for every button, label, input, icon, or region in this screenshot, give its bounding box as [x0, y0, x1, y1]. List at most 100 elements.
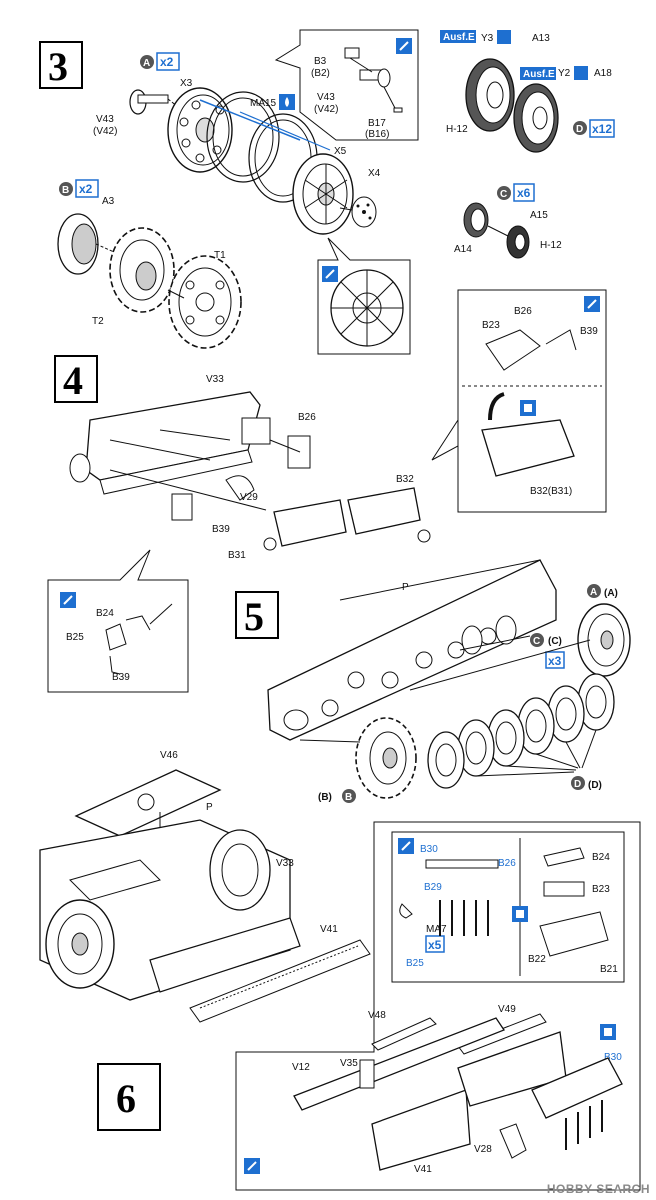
- label-b22: B22: [528, 954, 546, 965]
- step-6: V46 P V33 V41: [39, 750, 641, 1191]
- label-b30b: B30: [604, 1052, 622, 1063]
- step-5: 5 P A (A) C (C): [235, 559, 631, 803]
- sub-c-letter: C: [500, 189, 507, 200]
- label-v29: V29: [240, 492, 258, 503]
- part-a15-wheel: [506, 225, 530, 259]
- label-a15: A15: [530, 210, 548, 221]
- inset-label-b32-b31: B32(B31): [530, 486, 572, 497]
- part-b30-b29-pins: [399, 859, 499, 936]
- badge-a: [587, 584, 601, 598]
- part-idler-wheel-a: [577, 603, 631, 677]
- step5-arrows: [299, 635, 591, 743]
- sub-assembly-d-badge: [573, 121, 587, 135]
- qty-d: x12: [592, 122, 612, 136]
- sub-d-letter: D: [576, 124, 583, 135]
- label-b2: (B2): [311, 68, 330, 79]
- inset-label-b26: B26: [514, 306, 532, 317]
- badge-d: [571, 776, 585, 790]
- label-b31: B31: [228, 550, 246, 561]
- badge-c-paren: (C): [548, 636, 562, 647]
- part-t1-sprocket: [168, 255, 242, 349]
- label-x3: X3: [180, 78, 193, 89]
- badge-a-paren: (A): [604, 588, 618, 599]
- label-b16: (B16): [365, 129, 389, 140]
- label-b17: B17: [368, 118, 386, 129]
- inset2-label-b24: B24: [96, 608, 114, 619]
- step-3-box: [39, 41, 83, 89]
- part-b39: [171, 493, 193, 521]
- label-b30: B30: [420, 844, 438, 855]
- road-wheels-d: [427, 673, 615, 789]
- label-x5: X5: [334, 146, 347, 157]
- label-a14: A14: [454, 244, 472, 255]
- label-v33: V33: [206, 374, 224, 385]
- qty-box-b: [75, 179, 99, 198]
- label-v12: V12: [292, 1062, 310, 1073]
- sub-assembly-c-badge: [497, 186, 511, 200]
- label-x4: X4: [368, 168, 381, 179]
- label-v48: V48: [368, 1010, 386, 1021]
- callout-b24-detail: [47, 549, 189, 693]
- part-b3-assembly: [344, 47, 403, 113]
- inset-label-b39: B39: [580, 326, 598, 337]
- qty-b: x2: [79, 182, 93, 196]
- label-v43: V43: [96, 114, 114, 125]
- qty-box-c: [513, 183, 535, 202]
- label-v42: (V42): [93, 126, 117, 137]
- badge-b-letter: B: [345, 792, 352, 803]
- qty-box-d: [589, 119, 615, 138]
- part-v29: [225, 475, 255, 501]
- svg-text:Ausf.E: Ausf.E: [523, 69, 555, 80]
- label-y2: Y2: [558, 68, 571, 79]
- label-v35: V35: [340, 1058, 358, 1069]
- label-v41b: V41: [414, 1164, 432, 1175]
- fender-boxes: [149, 917, 371, 1023]
- step-5-number: 5: [244, 594, 264, 639]
- glue-icon-y3: [497, 30, 511, 44]
- label-b21: B21: [600, 964, 618, 975]
- label-p6: P: [206, 802, 213, 813]
- label-b29: B29: [424, 882, 442, 893]
- paint-icon-ma15: [279, 94, 295, 110]
- label-v49: V49: [498, 1004, 516, 1015]
- label-a18: A18: [594, 68, 612, 79]
- step-3: 3 A x2 V43 (V42) X3: [39, 29, 615, 355]
- label-a3: A3: [102, 196, 115, 207]
- suspension-arms: [321, 627, 497, 717]
- label-v28: V28: [474, 1144, 492, 1155]
- label-ma7: MA7: [426, 924, 447, 935]
- badge-d-paren: (D): [588, 780, 602, 791]
- paint-icon-callout: [396, 38, 412, 54]
- inset2-label-b25: B25: [66, 632, 84, 643]
- part-t2-sprocket: [109, 227, 175, 313]
- step-3-number: 3: [48, 44, 68, 89]
- part-b26: [241, 417, 311, 469]
- label-v46: V46: [160, 750, 178, 761]
- step-4-number: 4: [63, 358, 83, 403]
- label-y3: Y3: [481, 33, 494, 44]
- part-b32-b31-boxes: [263, 487, 431, 551]
- label-v41: V41: [320, 924, 338, 935]
- part-y2-tire: [513, 83, 559, 153]
- label-v43b: V43: [317, 92, 335, 103]
- badge-a-letter: A: [590, 587, 597, 598]
- callout-x5-detail: [317, 237, 411, 355]
- part-drive-sprocket-b: [355, 717, 417, 799]
- label-a13: A13: [532, 33, 550, 44]
- label-t2: T2: [92, 316, 104, 327]
- badge-d-letter: D: [574, 779, 581, 790]
- inset-label-b23: B23: [482, 320, 500, 331]
- hull-lower: [267, 559, 557, 741]
- callout-step6-detail: [235, 821, 641, 1191]
- part-x4-cap: [351, 196, 377, 228]
- step-6-number: 6: [116, 1076, 136, 1121]
- step-6-box: [97, 1063, 161, 1131]
- badge-c: [530, 633, 544, 647]
- part-x3-wheel: [167, 87, 233, 173]
- badge-b-paren: (B): [318, 792, 332, 803]
- label-b32: B32: [396, 474, 414, 485]
- sub-assembly-b-badge: [59, 182, 73, 196]
- ausf-e-tag-2: Ausf.E: [520, 67, 556, 80]
